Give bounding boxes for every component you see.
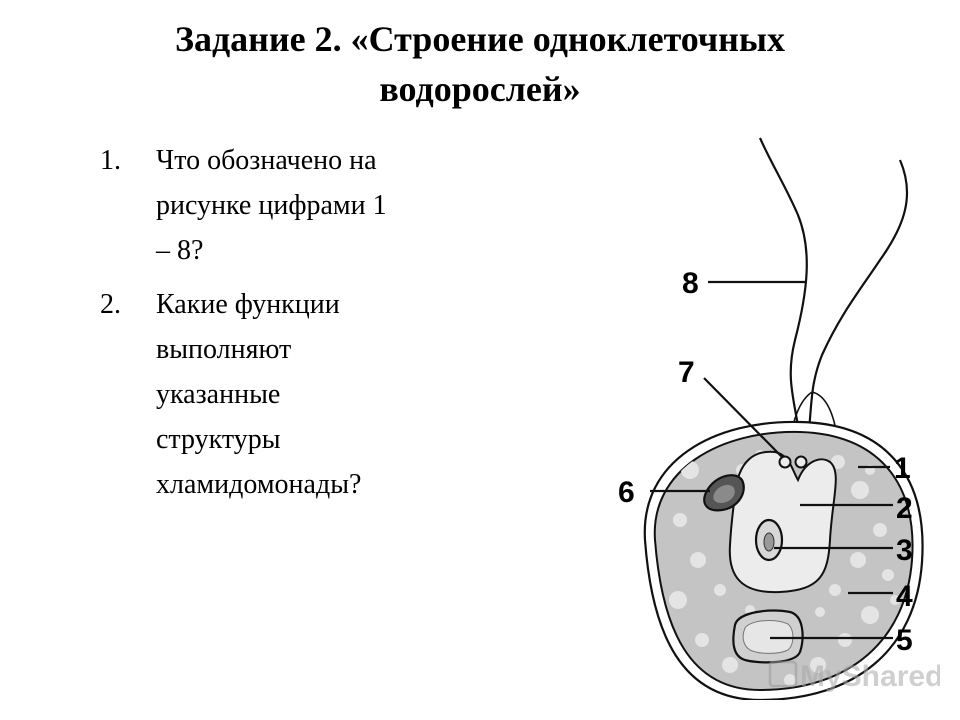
nucleolus <box>763 532 775 552</box>
task-text-line: структуры <box>156 424 281 455</box>
figure-label-1: 1 <box>894 452 911 485</box>
task-text-line: Что обозначено на <box>156 145 377 176</box>
figure-label-3: 3 <box>896 534 913 567</box>
task-item: 2. Какие функции выполняют указанные стр… <box>100 282 480 507</box>
task-list: 1. Что обозначено на рисунке цифрами 1 –… <box>100 138 480 516</box>
title-line-1: Задание 2. «Строение одноклеточных <box>174 19 786 59</box>
watermark: MyShared <box>768 660 940 693</box>
leader-line-7 <box>703 377 783 458</box>
figure-label-4: 4 <box>896 580 913 613</box>
task-text: Какие функции выполняют указанные структ… <box>156 282 480 507</box>
flagellum-right <box>806 159 909 441</box>
watermark-text: MyShared <box>800 660 940 693</box>
title-line-2: водорослей» <box>379 69 581 109</box>
watermark-icon <box>768 660 798 688</box>
figure-label-2: 2 <box>896 492 913 525</box>
pyrenoid-inner <box>742 620 794 654</box>
task-text-line: рисунке цифрами 1 <box>156 190 387 221</box>
chlamydomonas-diagram: 8 7 1 6 2 3 4 5 MyShared <box>618 137 940 700</box>
eyespot-inner <box>713 484 735 503</box>
contractile-vacuole <box>794 455 808 469</box>
task-item: 1. Что обозначено на рисунке цифрами 1 –… <box>100 138 480 273</box>
central-region <box>728 450 837 594</box>
task-text-line: указанные <box>156 379 281 410</box>
task-text-line: хламидомонады? <box>156 469 362 500</box>
figure-label-6: 6 <box>618 476 635 509</box>
figure-label-5: 5 <box>896 624 913 657</box>
task-text-line: – 8? <box>156 235 204 266</box>
task-number: 1. <box>100 145 121 176</box>
task-text: Что обозначено на рисунке цифрами 1 – 8? <box>156 138 480 273</box>
task-text-line: выполняют <box>156 334 292 365</box>
task-text-line: Какие функции <box>156 289 340 320</box>
contractile-vacuole <box>778 455 792 469</box>
task-number: 2. <box>100 289 121 320</box>
figure-label-8: 8 <box>682 267 699 300</box>
flagellum-left <box>758 137 808 441</box>
slide-title: Задание 2. «Строение одноклеточных водор… <box>40 14 920 114</box>
figure-label-7: 7 <box>678 356 695 389</box>
leader-lines <box>650 280 893 640</box>
starch-grains <box>669 450 900 686</box>
